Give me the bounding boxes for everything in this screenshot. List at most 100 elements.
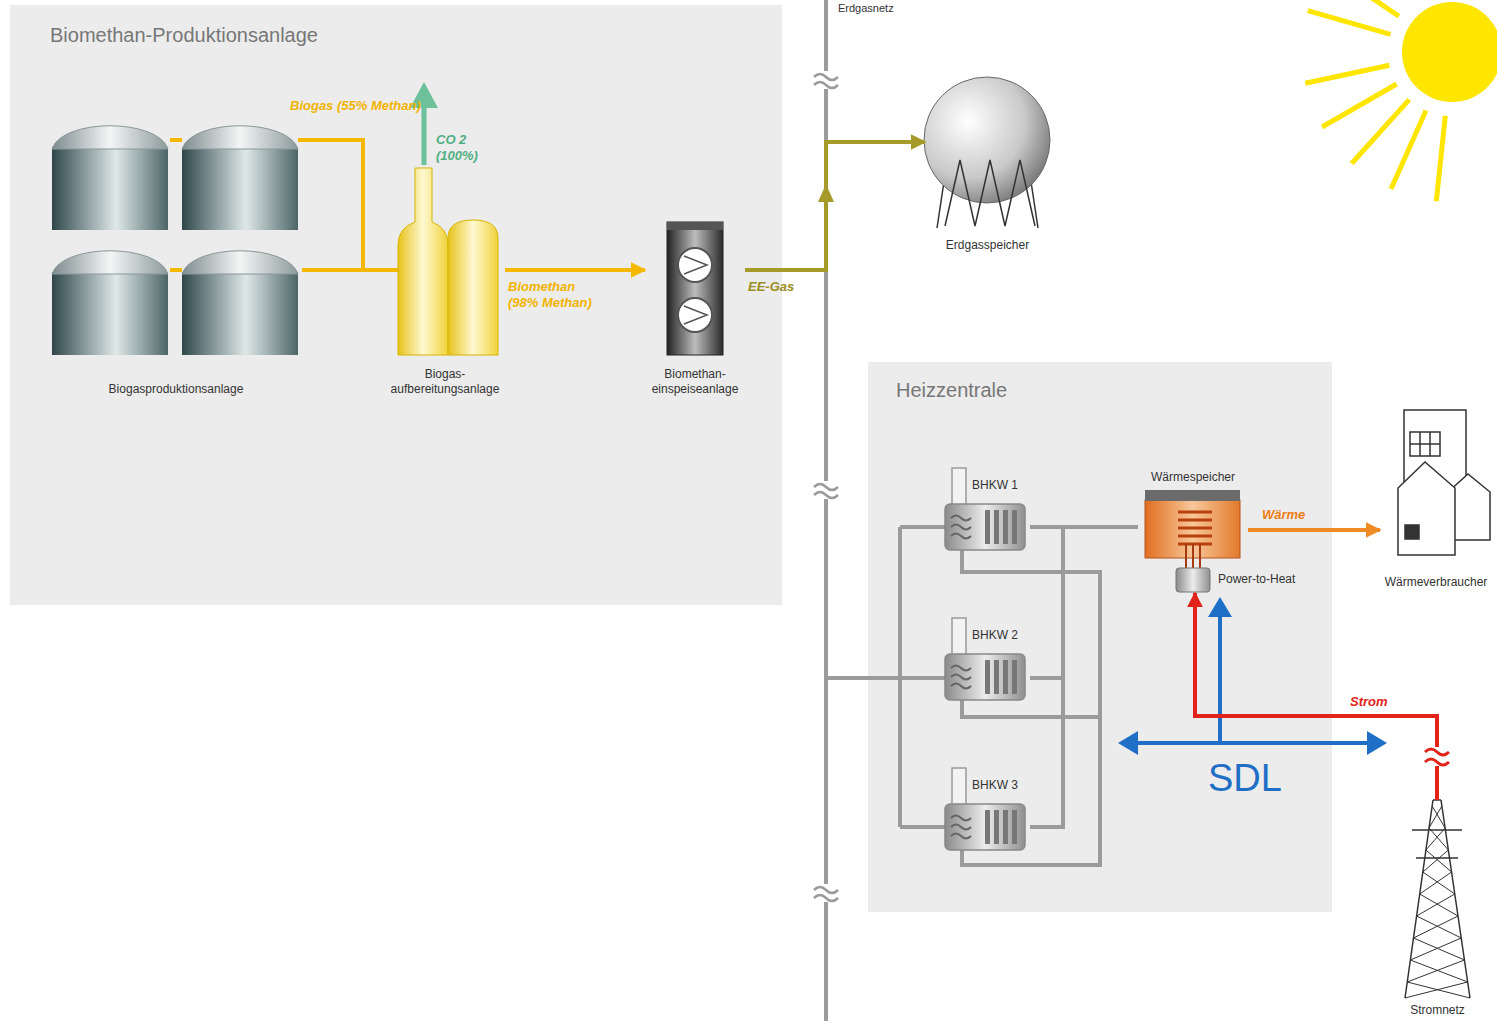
flow-line bbox=[745, 142, 925, 270]
pylon-lattice bbox=[1420, 872, 1455, 894]
sun bbox=[1305, 0, 1497, 201]
sun-ray bbox=[1436, 116, 1445, 202]
chp-unit: BHKW 2 bbox=[945, 618, 1030, 702]
pipe-break-symbol bbox=[814, 887, 838, 901]
co2-arrow bbox=[422, 104, 427, 165]
panel-heading: Heizzentrale bbox=[896, 378, 1007, 402]
pylon-lattice bbox=[1429, 806, 1445, 828]
pylon bbox=[1405, 800, 1470, 998]
panel-heading: Biomethan-Produktionsanlage bbox=[50, 23, 318, 47]
tank-group: Biogasproduktionsanlage bbox=[50, 118, 302, 400]
tank-dome bbox=[52, 251, 168, 274]
component-label: Stromnetz bbox=[1410, 1003, 1465, 1017]
sdl-arrows bbox=[1118, 597, 1387, 755]
feed-in-cap bbox=[667, 222, 723, 230]
flow-label: CO 2 (100%) bbox=[436, 132, 492, 163]
component-label: Wärmeverbraucher bbox=[1385, 575, 1488, 589]
pylon-lattice bbox=[1407, 960, 1467, 982]
chp-symbol bbox=[945, 768, 1025, 850]
building-windows bbox=[1410, 432, 1440, 456]
component-label: BHKW 1 bbox=[972, 478, 1018, 492]
sun-ray bbox=[1322, 84, 1396, 127]
gas-storage: Erdgasspeicher bbox=[925, 76, 1050, 254]
power-grid: Stromnetz bbox=[1390, 740, 1485, 1019]
service-label: SDL bbox=[1208, 756, 1282, 802]
chp-symbol bbox=[945, 618, 1025, 700]
flow-line bbox=[302, 268, 385, 272]
sdl-arrowhead bbox=[1208, 597, 1232, 617]
chp-unit: BHKW 1 bbox=[945, 468, 1030, 552]
pylon-lattice bbox=[1410, 938, 1464, 960]
heat-storage: Wärmespeicher bbox=[1138, 468, 1248, 562]
gas-supply-pipe bbox=[826, 527, 945, 827]
grid-break bbox=[1425, 749, 1449, 765]
component-label: Power-to-Heat bbox=[1218, 572, 1295, 586]
sun-ray bbox=[1328, 0, 1399, 16]
vessel bbox=[448, 220, 498, 355]
flow-label: Biogas (55% Methan) bbox=[290, 98, 421, 114]
gas-storage-symbol bbox=[818, 77, 1050, 228]
sun-disc bbox=[1402, 2, 1497, 102]
panel-ground bbox=[868, 362, 1332, 912]
grid-feed bbox=[1425, 740, 1449, 800]
biogas-pipe bbox=[170, 140, 398, 270]
component-label: Wärmespeicher bbox=[1151, 470, 1235, 484]
house-window bbox=[1405, 525, 1419, 539]
pipe-break-symbol bbox=[814, 484, 838, 498]
pylon-lattice bbox=[1426, 828, 1448, 850]
pipe-gap bbox=[815, 884, 837, 902]
pipe-gap bbox=[815, 71, 837, 89]
power-to-heat: Power-to-Heat bbox=[1172, 565, 1312, 593]
sun-ray bbox=[1305, 65, 1389, 83]
pylon-lattice bbox=[1423, 850, 1452, 872]
heat-consumer: Wärmeverbraucher bbox=[1380, 405, 1492, 591]
component-label: Biomethan- einspeiseanlage bbox=[645, 367, 745, 396]
tank-body bbox=[182, 147, 298, 230]
flow-label: Strom bbox=[1350, 694, 1388, 710]
digester-tanks bbox=[52, 126, 298, 355]
storage-cap bbox=[1145, 490, 1240, 501]
compressor-mark bbox=[684, 256, 707, 324]
storage-bracing bbox=[945, 160, 1035, 226]
pylon-lattice bbox=[1405, 982, 1470, 998]
flow-line bbox=[1195, 593, 1437, 740]
sun-ray bbox=[1352, 100, 1410, 164]
tank-dome bbox=[182, 126, 298, 149]
chp-piping bbox=[826, 527, 1138, 865]
component-label: Biogasproduktionsanlage bbox=[109, 382, 244, 396]
biogas-pipes bbox=[170, 140, 398, 270]
sdl-arrow bbox=[1218, 612, 1222, 743]
component-label: Biogas- aufbereitungsanlage bbox=[385, 367, 505, 396]
panel-ground bbox=[10, 5, 782, 605]
heating-coil bbox=[1178, 512, 1212, 544]
sun-ray bbox=[1391, 110, 1426, 189]
region-panel: HeizzentraleBHKW 1 BHKW 2 BHKW 3 Wärmespeic… bbox=[868, 362, 1332, 912]
sun-ray bbox=[1308, 11, 1391, 35]
region-panel: Biomethan-ProduktionsanlageBiogasprodukt… bbox=[10, 5, 782, 605]
heat-pipe bbox=[1030, 527, 1138, 827]
pipe-break-symbol bbox=[814, 74, 838, 88]
sdl-arrowhead bbox=[1367, 731, 1387, 755]
tank-body bbox=[182, 272, 298, 355]
pylon-frame bbox=[1405, 800, 1470, 998]
gas-sphere bbox=[924, 77, 1050, 203]
flow-line bbox=[505, 268, 645, 272]
tank-body bbox=[52, 272, 168, 355]
house bbox=[1398, 462, 1455, 555]
chp-unit: BHKW 3 bbox=[945, 768, 1030, 852]
flow-label: Biomethan (98% Methan) bbox=[508, 279, 604, 310]
feed-in-housing bbox=[667, 222, 723, 355]
sdl-arrowhead bbox=[1118, 731, 1138, 755]
heat-pipe bbox=[1030, 527, 1138, 678]
pipe-gap bbox=[815, 481, 837, 499]
flow-label: EE-Gas bbox=[748, 279, 794, 295]
pylon-lattice bbox=[1417, 894, 1458, 916]
tank-body bbox=[52, 147, 168, 230]
component-label: BHKW 2 bbox=[972, 628, 1018, 642]
flow-line bbox=[1248, 528, 1380, 532]
vessel bbox=[398, 168, 448, 355]
feed-in-plant: Biomethan- einspeiseanlage bbox=[645, 215, 745, 400]
feed-in-unit bbox=[667, 222, 723, 355]
component-label: Erdgasspeicher bbox=[946, 238, 1029, 252]
